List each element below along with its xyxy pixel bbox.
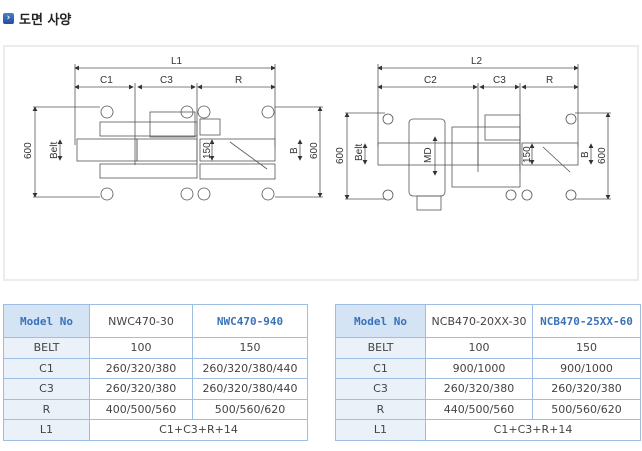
label-r: R [235,75,242,86]
label-150: 150 [202,142,213,159]
cell-a: 400/500/560 [89,398,193,420]
row-label: C1 [3,357,90,379]
label-600-right: 600 [597,147,608,164]
header-model-a: NCB470-20XX-30 [425,304,533,338]
cell-formula: C1+C3+R+14 [425,419,641,441]
cell-b: 150 [532,337,641,359]
technical-drawings: L1 C1 C3 R 600 600 Belt 150 B [23,56,611,211]
label-c3: C3 [493,75,506,86]
row-label: L1 [3,419,90,441]
label-belt: Belt [49,142,60,159]
cell-b: 900/1000 [532,357,641,379]
cell-b: 150 [192,337,308,359]
row-label: BELT [335,337,426,359]
row-label: BELT [3,337,90,359]
label-c3: C3 [160,75,173,86]
row-label: C3 [3,378,90,400]
header-model-no: Model No [335,304,426,338]
row-label: R [335,398,426,420]
cell-b: 500/560/620 [532,398,641,420]
label-150: 150 [522,146,533,163]
label-600-right: 600 [309,142,320,159]
label-l1: L1 [171,56,183,67]
label-b: B [580,151,591,158]
row-label: C1 [335,357,426,379]
label-r: R [546,75,553,86]
label-l2: L2 [471,56,483,67]
header-model-a: NWC470-30 [89,304,193,338]
cell-a: 100 [89,337,193,359]
label-c2: C2 [424,75,437,86]
section-title-text: 도면 사양 [19,13,72,28]
label-600-left: 600 [23,142,34,159]
left-drawing [32,64,323,201]
right-drawing [344,64,611,211]
cell-formula: C1+C3+R+14 [89,419,308,441]
cell-a: 900/1000 [425,357,533,379]
drawing-figure: L1 C1 C3 R 600 600 Belt 150 B [3,45,639,281]
cell-b: 260/320/380/440 [192,357,308,379]
cell-a: 100 [425,337,533,359]
cell-a: 440/500/560 [425,398,533,420]
header-model-b: NWC470-940 [192,304,308,338]
cell-a: 260/320/380 [425,378,533,400]
table-header-row: Model No NCB470-20XX-30 NCB470-25XX-60 [335,304,641,338]
left-drawing-labels: L1 C1 C3 R 600 600 Belt 150 B [23,56,320,159]
table-header-row: Model No NWC470-30 NWC470-940 [3,304,308,338]
row-label: R [3,398,90,420]
cell-b: 260/320/380/440 [192,378,308,400]
label-md: MD [423,147,434,163]
header-model-b: NCB470-25XX-60 [532,304,641,338]
cell-a: 260/320/380 [89,357,193,379]
section-title: › 도면 사양 [3,9,71,28]
label-b: B [289,147,300,154]
label-c1: C1 [100,75,113,86]
right-drawing-labels: L2 C2 C3 R 600 600 Belt MD 150 B [335,56,608,164]
cell-a: 260/320/380 [89,378,193,400]
cell-b: 500/560/620 [192,398,308,420]
label-600-left: 600 [335,147,346,164]
row-label: C3 [335,378,426,400]
chevron-right-icon: › [3,13,14,24]
row-label: L1 [335,419,426,441]
header-model-no: Model No [3,304,90,338]
spec-table-ncb: Model No NCB470-20XX-30 NCB470-25XX-60 B… [335,304,641,441]
label-belt: Belt [354,144,365,161]
cell-b: 260/320/380 [532,378,641,400]
